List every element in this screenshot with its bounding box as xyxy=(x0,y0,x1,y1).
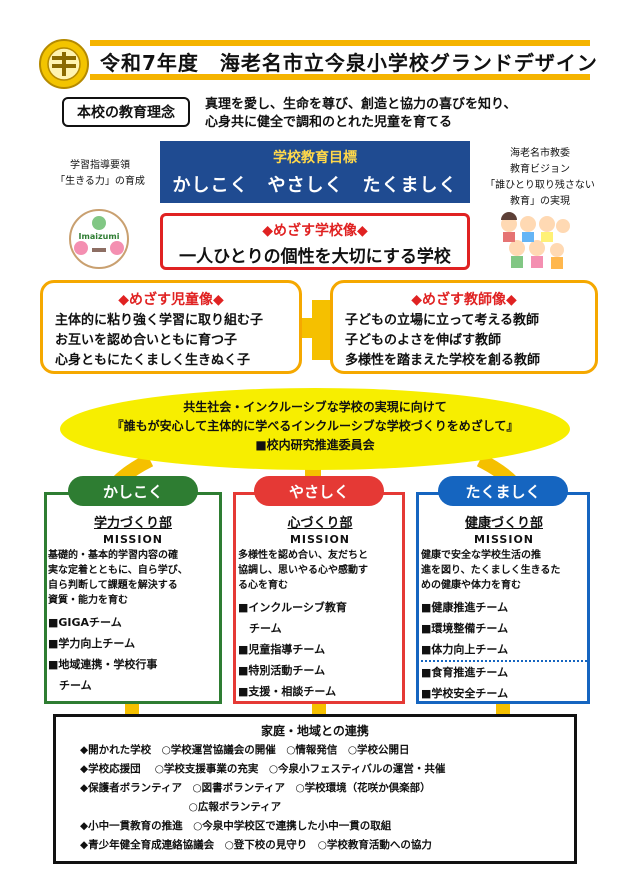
box-connector xyxy=(290,318,340,338)
city-vision-text: 海老名市教委 教育ビジョン 「誰ひとり取り残さない 教育」の実現 xyxy=(485,148,595,207)
team-item: ■健康推進チーム xyxy=(421,601,509,614)
pillar-takumashiku xyxy=(416,492,590,704)
inclusive-line-2: 『誰もが安心して主体的に学べるインクルーシブな学校づくりをめざして』 xyxy=(111,419,519,433)
school-goal-box: 学校教育目標 かしこく やさしく たくましく xyxy=(160,141,470,203)
community-line: ◆開かれた学校 ○学校運営協議会の開催 ○情報発信 ○学校公開日 xyxy=(80,744,410,756)
desc-academic: 基礎的・基本的学習内容の確 実な定着とともに、自ら学び、 自ら判断して課題を解決… xyxy=(48,550,188,606)
team-item: チーム xyxy=(238,622,282,635)
school-tree-logo-icon: Imaizumi xyxy=(69,209,129,269)
desc-heart: 多様性を認め合い、友だちと 協調し、思いやる心や感動す る心を育む xyxy=(238,550,368,591)
team-item: ■食育推進チーム xyxy=(421,666,509,679)
community-line: ◆小中一貫教育の推進 ○今泉中学校区で連携した小中一貫の取組 xyxy=(80,820,392,832)
ideal-child-lines: 主体的に粘り強く学習に取り組む子 お互いを認め合いともに育つ子 心身ともにたくま… xyxy=(55,313,264,368)
community-line: ○広報ボランティア xyxy=(80,801,282,813)
inclusive-ellipse xyxy=(60,388,570,470)
desc-health: 健康で安全な学校生活の推 進を図り、たくましく生きるた めの健康や体力を育む xyxy=(421,550,561,591)
team-item: ■体力向上チーム xyxy=(421,639,587,662)
ideal-school-box: ◆めざす学校像◆ 一人ひとりの個性を大切にする学校 xyxy=(160,213,470,270)
team-item: ■特別活動チーム xyxy=(238,664,326,677)
school-emblem-icon xyxy=(39,39,89,89)
philosophy-text: 真理を愛し、生命を尊び、創造と協力の喜びを知り、 心身共に健全で調和のとれた児童… xyxy=(205,97,517,130)
mission-health: MISSION xyxy=(473,533,535,546)
page-title: 令和7年度 海老名市立今泉小学校グランドデザイン xyxy=(100,51,598,75)
mission-heart: MISSION xyxy=(289,533,351,546)
dept-heart: 心づくり部 xyxy=(287,516,353,531)
pillar-connector xyxy=(496,704,510,716)
community-line: ◆保護者ボランティア ○図書ボランティア ○学校環境（花咲か倶楽部） xyxy=(80,782,431,794)
ideal-teacher-title: ◆めざす教師像◆ xyxy=(411,292,517,308)
pillar-yasashiku xyxy=(233,492,405,704)
team-item: ■インクルーシブ教育 xyxy=(238,601,347,614)
pill-yasashiku: やさしく xyxy=(254,476,384,506)
ideal-child-box: ◆めざす児童像◆ 主体的に粘り強く学習に取り組む子 お互いを認め合いともに育つ子… xyxy=(40,280,302,374)
community-line: ◆青少年健全育成連絡協議会 ○登下校の見守り ○学校教育活動への協力 xyxy=(80,839,432,851)
team-item: チーム xyxy=(48,679,92,692)
inclusive-text: 共生社会・インクルーシブな学校の実現に向けて 『誰もが安心して主体的に学べるイン… xyxy=(60,398,570,455)
ideal-teacher-box: ◆めざす教師像◆ 子どもの立場に立って考える教師 子どものよさを伸ばす教師 多様… xyxy=(330,280,598,374)
team-item: ■学力向上チーム xyxy=(48,637,136,650)
pillar-connector xyxy=(125,704,139,716)
pill-kashikoku: かしこく xyxy=(68,476,198,506)
philosophy-label: 本校の教育理念 xyxy=(62,97,190,127)
ideal-teacher-lines: 子どもの立場に立って考える教師 子どものよさを伸ばす教師 多様性を踏まえた学校を… xyxy=(345,313,541,368)
community-box xyxy=(53,714,577,864)
pillar-kashikoku xyxy=(44,492,222,704)
dept-health: 健康づくり部 xyxy=(464,516,543,531)
mission-academic: MISSION xyxy=(102,533,164,546)
header-rule-top xyxy=(90,40,590,46)
pillar-connector xyxy=(312,704,326,716)
ideal-child-title: ◆めざす児童像◆ xyxy=(118,292,224,308)
team-item: ■GIGAチーム xyxy=(48,616,122,629)
inclusive-line-1: 共生社会・インクルーシブな学校の実現に向けて xyxy=(183,400,447,414)
dept-academic: 学力づくり部 xyxy=(93,516,172,531)
inclusive-line-3: ■校内研究推進委員会 xyxy=(255,438,375,452)
team-item: ■環境整備チーム xyxy=(421,622,509,635)
ideal-school-title: ◆めざす学校像◆ xyxy=(262,223,368,239)
header-rule-bottom xyxy=(90,74,590,80)
ideal-school-text: 一人ひとりの個性を大切にする学校 xyxy=(179,247,451,267)
community-line: ◆学校応援団 ○学校支援事業の充実 ○今泉小フェスティバルの運営・共催 xyxy=(80,763,446,775)
community-title: 家庭・地域との連携 xyxy=(261,724,369,738)
team-item: ■地域連携・学校行事 xyxy=(48,658,158,671)
team-item: ■児童指導チーム xyxy=(238,643,326,656)
team-item: ■学校安全チーム xyxy=(421,687,509,700)
children-illustration-icon xyxy=(497,210,571,272)
pill-takumashiku: たくましく xyxy=(438,476,568,506)
school-goal-title: 学校教育目標 xyxy=(273,150,357,166)
team-item: ■支援・相談チーム xyxy=(238,685,337,698)
logo-text: Imaizumi xyxy=(79,232,120,241)
curriculum-guideline-text: 学習指導要領 「生きる力」の育成 xyxy=(55,160,145,187)
school-goal-text: かしこく やさしく たくましく xyxy=(172,175,458,196)
